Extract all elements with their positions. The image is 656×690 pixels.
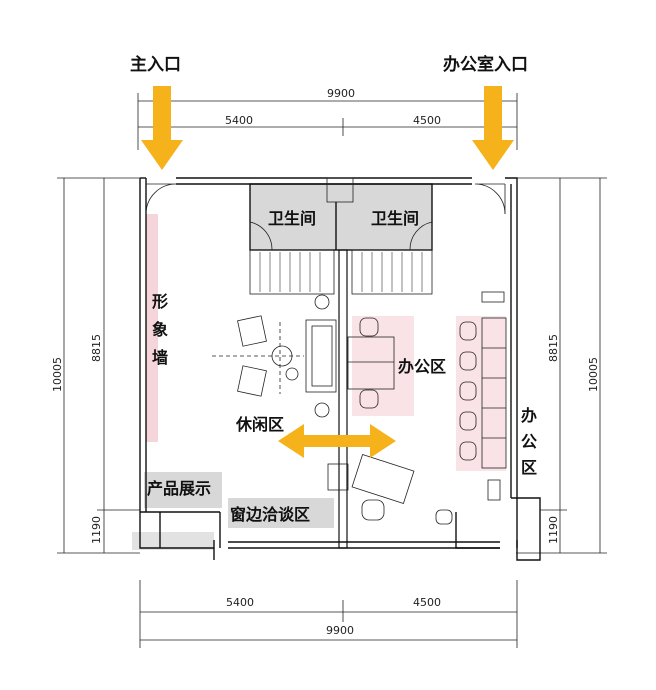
office-entrance-label: 办公室入口 <box>443 54 528 75</box>
main-entrance-label: 主入口 <box>130 54 181 75</box>
office-area-vertical-char-3: 区 <box>521 458 537 477</box>
dim-top-total: 9900 <box>327 87 355 100</box>
image-wall-char-3: 墙 <box>152 348 168 367</box>
bottom-dimensions: 5400 4500 9900 <box>139 580 518 648</box>
leisure-furniture <box>212 294 337 418</box>
image-wall-zone <box>146 214 158 442</box>
main-entrance-arrow <box>141 86 183 170</box>
dim-top-left: 5400 <box>225 114 253 127</box>
leisure-area-label: 休闲区 <box>235 415 284 434</box>
toilet-zone-right <box>336 184 432 250</box>
dim-top-right: 4500 <box>413 114 441 127</box>
product-display-label: 产品展示 <box>147 479 211 498</box>
toilet-left-label: 卫生间 <box>268 209 316 228</box>
office-area-vertical-char-2: 公 <box>521 432 537 451</box>
dim-left-main: 8815 <box>90 334 103 362</box>
toilet-zone-left <box>250 184 336 250</box>
toilets-block <box>249 177 433 295</box>
left-dimensions: 10005 8815 1190 <box>51 177 140 554</box>
workstations <box>459 291 507 501</box>
product-display-zone <box>144 472 222 508</box>
dim-left-total: 10005 <box>51 357 64 392</box>
dim-right-small: 1190 <box>547 516 560 544</box>
image-wall-char-1: 形 <box>152 292 168 311</box>
office-desk-zone <box>352 316 414 416</box>
dim-left-small: 1190 <box>90 516 103 544</box>
window-meeting-label: 窗边洽谈区 <box>230 505 310 524</box>
office-entrance-arrow <box>472 86 514 170</box>
meeting-furniture <box>327 453 453 525</box>
dim-right-total: 10005 <box>587 357 600 392</box>
dim-right-main: 8815 <box>547 334 560 362</box>
dim-bottom-total: 9900 <box>326 624 354 637</box>
dim-bottom-right: 4500 <box>413 596 441 609</box>
dim-bottom-left: 5400 <box>226 596 254 609</box>
central-partition <box>338 249 348 549</box>
office-desk <box>347 317 395 409</box>
toilet-right-label: 卫生间 <box>371 209 419 228</box>
workstation-zone <box>456 316 506 471</box>
window-sill-zone <box>132 532 214 550</box>
image-wall-char-2: 象 <box>152 320 168 339</box>
right-dimensions: 10005 8815 1190 <box>516 177 607 554</box>
window-meeting-zone <box>228 498 334 528</box>
office-area-label: 办公区 <box>398 357 446 376</box>
circulation-arrow <box>278 424 396 458</box>
office-area-vertical-char-1: 办 <box>521 406 537 425</box>
top-dimensions: 9900 5400 4500 <box>137 87 518 150</box>
